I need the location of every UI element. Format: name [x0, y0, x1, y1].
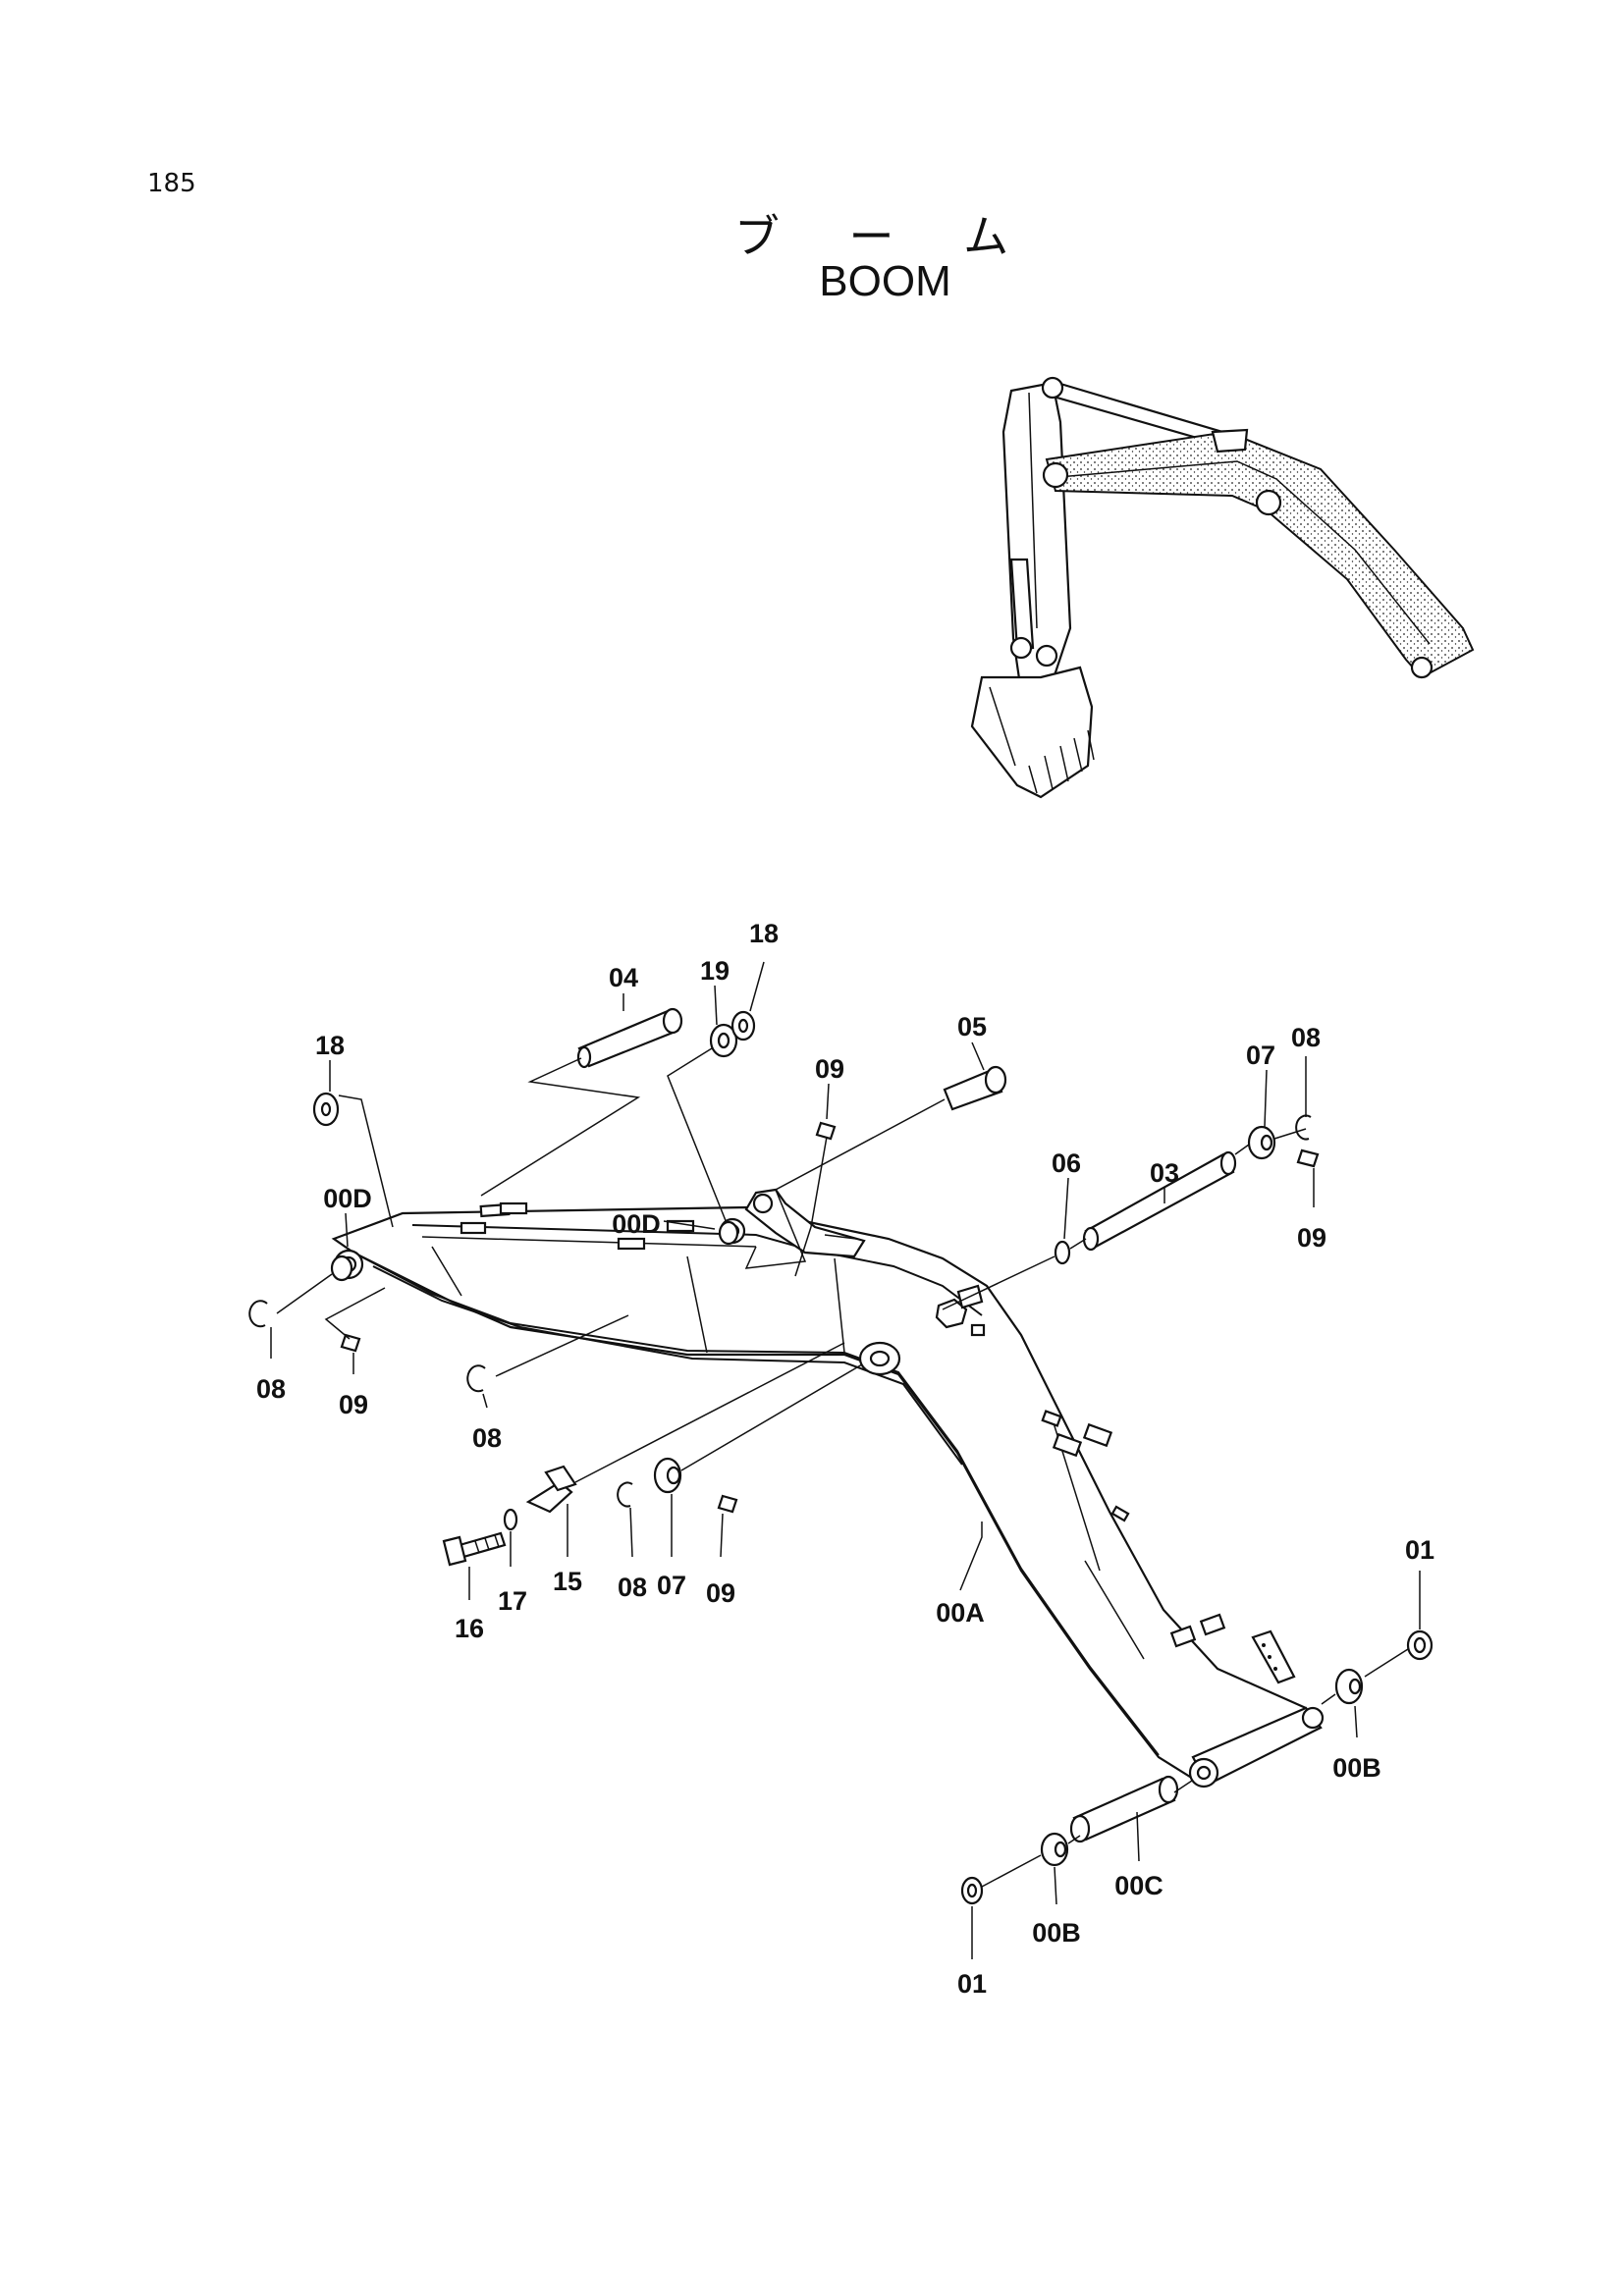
- part-15-plate: [525, 1465, 577, 1514]
- part-08-snap-ring-mid: [466, 1364, 486, 1393]
- callout-01-lower: 01: [957, 1969, 987, 1999]
- callout-09-top: 09: [815, 1054, 844, 1084]
- callout-08-right: 08: [1291, 1023, 1321, 1052]
- part-09-pin-top: [815, 1121, 837, 1141]
- callout-04: 04: [609, 963, 638, 992]
- callout-03: 03: [1150, 1158, 1179, 1188]
- leader-lines: [270, 961, 1421, 1959]
- part-05-pin: [943, 1065, 1007, 1111]
- boom-main-assembly: [331, 1188, 1325, 1789]
- callout-00A: 00A: [936, 1598, 985, 1628]
- part-09-pin-left: [340, 1333, 361, 1353]
- callout-15: 15: [553, 1567, 582, 1596]
- callout-07-right: 07: [1246, 1041, 1275, 1070]
- part-18-washer-left: [312, 1092, 340, 1127]
- callout-07-lower: 07: [657, 1571, 686, 1600]
- part-00B-bushing-lower: [1040, 1832, 1069, 1867]
- callout-00D-right: 00D: [612, 1209, 661, 1239]
- part-09-pin-lower: [717, 1494, 738, 1514]
- part-18-washer-top: [730, 1010, 756, 1041]
- callout-05: 05: [957, 1012, 987, 1041]
- part-06-washer: [1054, 1240, 1071, 1265]
- callout-00C: 00C: [1114, 1871, 1163, 1900]
- callout-08-lower: 08: [618, 1573, 647, 1602]
- callout-00B-right: 00B: [1332, 1753, 1381, 1783]
- callout-01-right: 01: [1405, 1535, 1434, 1565]
- callout-00D-left: 00D: [323, 1184, 372, 1213]
- part-19-bushing: [709, 1023, 738, 1058]
- callout-09-right: 09: [1297, 1223, 1326, 1253]
- title-english: BOOM: [819, 257, 951, 305]
- part-04-pin: [576, 1007, 683, 1069]
- callout-18-left: 18: [315, 1031, 345, 1060]
- part-07-bushing-lower: [653, 1457, 682, 1494]
- callout-00B-lower: 00B: [1032, 1918, 1081, 1948]
- part-09-pin-right: [1296, 1148, 1320, 1168]
- callout-19: 19: [700, 956, 730, 986]
- callout-06: 06: [1052, 1148, 1081, 1178]
- callout-09-lower: 09: [706, 1578, 735, 1608]
- part-17-lock-washer: [503, 1508, 518, 1531]
- title-japanese: ブ ー ム: [733, 210, 1037, 263]
- callout-16: 16: [455, 1614, 484, 1643]
- part-00C-pin: [1069, 1775, 1179, 1843]
- page-number: 185: [147, 169, 196, 198]
- part-03-pin: [1082, 1150, 1237, 1252]
- part-08-snap-ring-lower: [617, 1481, 633, 1508]
- part-01-washer-lower: [960, 1876, 984, 1905]
- callout-17: 17: [498, 1586, 527, 1616]
- part-16-bolt: [442, 1531, 507, 1567]
- callout-08-left: 08: [256, 1374, 286, 1404]
- part-08-snap-ring-left: [248, 1300, 268, 1328]
- callout-labels: 18 04 19 18 09 05 03 07 08 09 06 00D 00D…: [256, 919, 1434, 1999]
- part-00D-bushing-right: [718, 1220, 739, 1246]
- part-00D-bushing-left: [330, 1255, 353, 1282]
- part-07-bushing-right: [1247, 1125, 1276, 1160]
- callout-09-left: 09: [339, 1390, 368, 1419]
- part-08-snap-ring-right: [1295, 1114, 1312, 1141]
- part-00B-bushing-right: [1334, 1668, 1364, 1705]
- part-01-washer-right: [1406, 1629, 1434, 1661]
- callout-18-top: 18: [749, 919, 779, 948]
- excavator-overview-illustration: [970, 376, 1475, 799]
- callout-08-mid: 08: [472, 1423, 502, 1453]
